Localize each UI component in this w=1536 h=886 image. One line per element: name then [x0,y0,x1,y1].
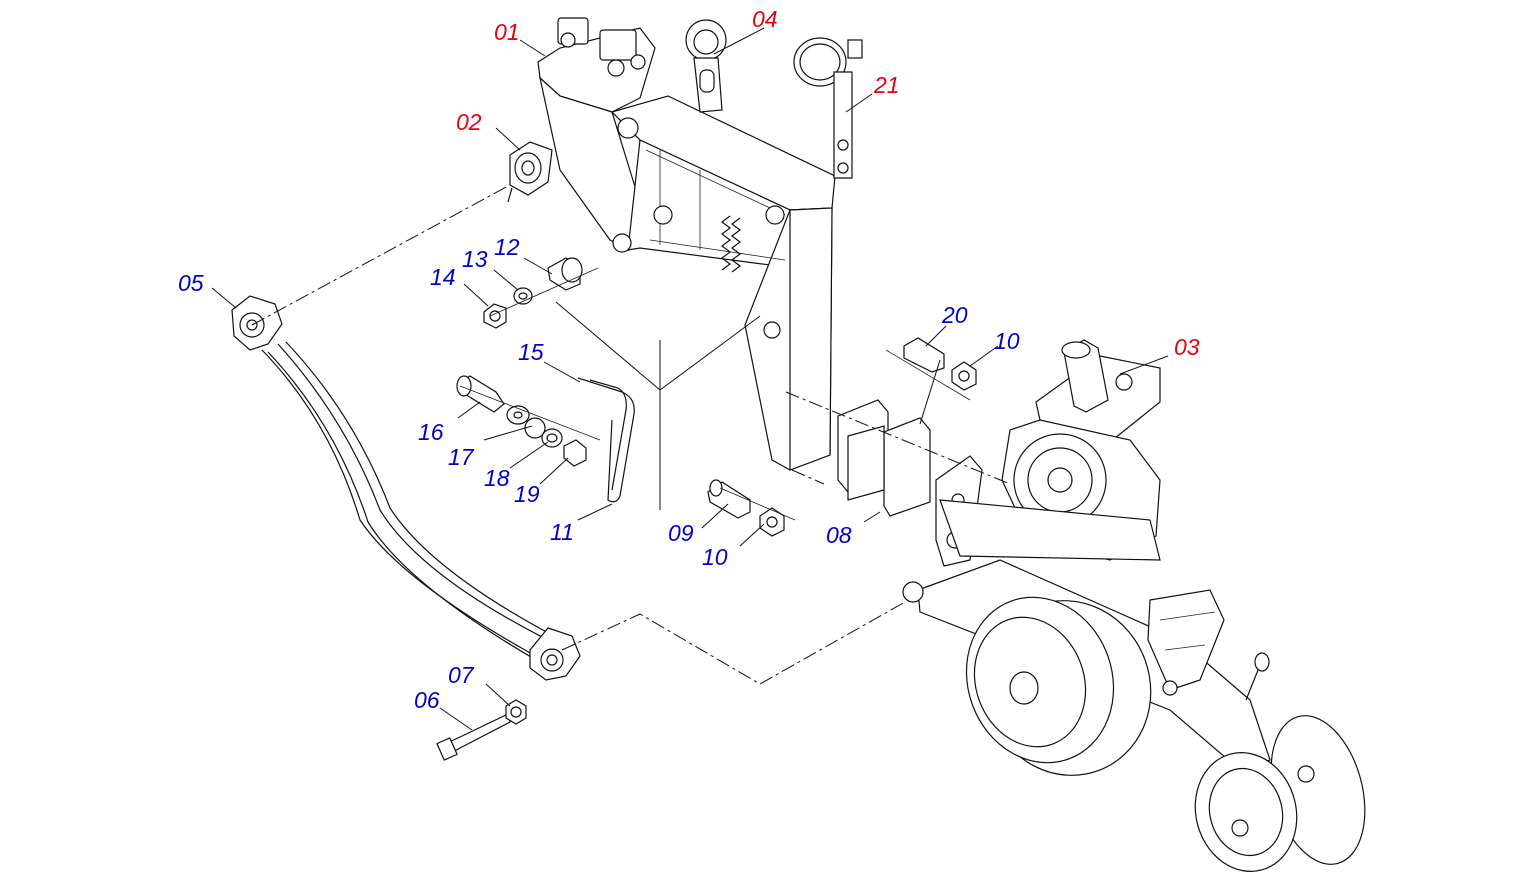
mount-bolts [707,337,977,537]
label-part-10-upper: 10 [994,328,1020,354]
label-part-21: 21 [873,72,900,98]
label-part-04: 04 [752,6,778,32]
main-frame-bracket [537,17,836,471]
label-part-12: 12 [494,234,520,260]
lift-pin-hardware [456,375,635,503]
label-part-10-lower: 10 [702,544,728,570]
spacer-block [837,399,931,517]
label-part-05: 05 [178,270,204,296]
bearing-flange [507,141,553,203]
pipe-clamp-bracket [685,19,727,113]
label-part-13: 13 [462,246,488,272]
hose-clamp-bracket [793,37,863,179]
label-part-08: 08 [826,522,852,548]
label-part-19: 19 [514,481,540,507]
assembly-center-lines [251,185,1011,685]
label-part-01: 01 [494,19,520,45]
label-part-18: 18 [484,465,510,491]
label-part-11: 11 [550,519,574,545]
label-part-09: 09 [668,520,694,546]
arm-bolt [436,699,527,761]
part-labels: 01 02 03 04 21 05 06 07 08 09 10 10 11 1… [178,6,1200,713]
label-part-14: 14 [430,264,456,290]
top-link-hardware [483,257,599,329]
label-part-03: 03 [1174,334,1200,360]
label-part-17: 17 [448,444,475,470]
label-part-06: 06 [414,687,440,713]
label-part-16: 16 [418,419,444,445]
label-part-20: 20 [941,302,968,328]
label-part-07: 07 [448,662,475,688]
leader-lines [211,27,1169,731]
seeder-row-unit [902,339,1366,872]
label-part-15: 15 [518,339,544,365]
parallel-link-arm [231,295,581,681]
label-part-02: 02 [456,109,482,135]
